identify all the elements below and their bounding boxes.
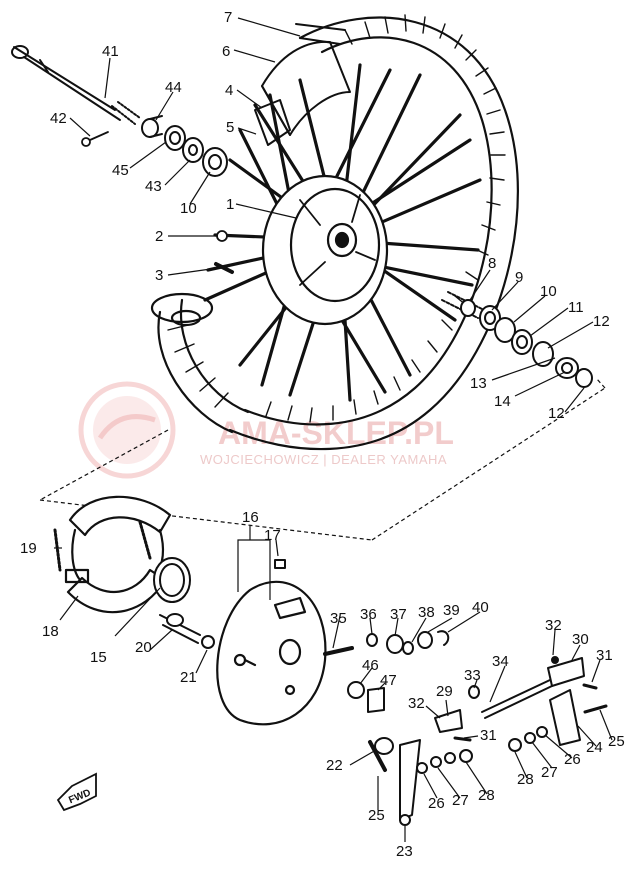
callout-30: 30 xyxy=(572,631,589,648)
callout-27-left: 27 xyxy=(452,792,469,809)
callout-34: 34 xyxy=(492,653,509,670)
watermark: AMA-SKLEP.PL WOJCIECHOWICZ | DEALER YAMA… xyxy=(78,381,454,479)
callout-3: 3 xyxy=(155,267,163,284)
tire xyxy=(150,14,519,451)
callouts: 7 6 4 5 41 44 42 45 43 10 1 2 3 8 9 10 1… xyxy=(20,9,625,860)
callout-32-right: 32 xyxy=(545,617,562,634)
callout-45: 45 xyxy=(112,162,129,179)
callout-26-right: 26 xyxy=(564,751,581,768)
callout-10-right: 10 xyxy=(540,283,557,300)
callout-35: 35 xyxy=(330,610,347,627)
callout-36: 36 xyxy=(360,606,377,623)
grease-seal xyxy=(153,557,191,603)
callout-11: 11 xyxy=(568,299,584,316)
callout-44: 44 xyxy=(165,79,182,96)
callout-29: 29 xyxy=(436,683,453,700)
front-axle xyxy=(11,45,141,125)
wheel-hub xyxy=(261,174,389,326)
inner-tube xyxy=(254,23,351,146)
leader-lines xyxy=(54,17,613,842)
callout-15: 15 xyxy=(90,649,107,666)
callout-2: 2 xyxy=(155,228,163,245)
callout-17: 17 xyxy=(264,527,281,544)
callout-12-lower: 12 xyxy=(548,405,565,422)
assembly-outline xyxy=(39,377,606,541)
callout-5: 5 xyxy=(226,119,234,136)
panel-hardware xyxy=(159,559,286,649)
callout-1: 1 xyxy=(226,196,234,213)
nipples-and-bolts xyxy=(214,230,234,274)
brake-panel xyxy=(216,580,327,726)
callout-33: 33 xyxy=(464,667,481,684)
callout-13: 13 xyxy=(470,375,487,392)
callout-31-right: 31 xyxy=(596,647,613,664)
callout-47: 47 xyxy=(380,672,397,689)
callout-38: 38 xyxy=(418,604,435,621)
callout-42: 42 xyxy=(50,110,67,127)
callout-25-left: 25 xyxy=(368,807,385,824)
callout-40: 40 xyxy=(472,599,489,616)
callout-20: 20 xyxy=(135,639,152,656)
callout-22: 22 xyxy=(326,757,343,774)
callout-16: 16 xyxy=(242,509,259,526)
callout-46: 46 xyxy=(362,657,379,674)
callout-7: 7 xyxy=(224,9,232,26)
watermark-logo-icon xyxy=(78,381,176,479)
callout-43: 43 xyxy=(145,178,162,195)
callout-37: 37 xyxy=(390,606,407,623)
callout-12-upper: 12 xyxy=(593,313,610,330)
callout-10-left: 10 xyxy=(180,200,197,217)
callout-26-left: 26 xyxy=(428,795,445,812)
callout-32-left: 32 xyxy=(408,695,425,712)
watermark-subtitle: WOJCIECHOWICZ | DEALER YAMAHA xyxy=(200,452,447,467)
left-collar-and-bearings xyxy=(141,115,228,177)
callout-39: 39 xyxy=(443,602,460,619)
callout-31-left: 31 xyxy=(480,727,497,744)
callout-24: 24 xyxy=(586,739,603,756)
callout-4: 4 xyxy=(225,82,233,99)
callout-28-right: 28 xyxy=(517,771,534,788)
callout-23: 23 xyxy=(396,843,413,860)
fwd-arrow-icon: FWD xyxy=(56,772,97,812)
callout-21: 21 xyxy=(180,669,197,686)
callout-25-right: 25 xyxy=(608,733,625,750)
cotter-pin xyxy=(81,131,109,147)
callout-28-left: 28 xyxy=(478,787,495,804)
callout-9: 9 xyxy=(515,269,523,286)
callout-27-right: 27 xyxy=(541,764,558,781)
callout-19: 19 xyxy=(20,540,37,557)
callout-18: 18 xyxy=(42,623,59,640)
callout-6: 6 xyxy=(222,43,230,60)
callout-8: 8 xyxy=(488,255,496,272)
callout-41: 41 xyxy=(102,43,119,60)
callout-14: 14 xyxy=(494,393,511,410)
brake-linkage xyxy=(368,656,608,826)
